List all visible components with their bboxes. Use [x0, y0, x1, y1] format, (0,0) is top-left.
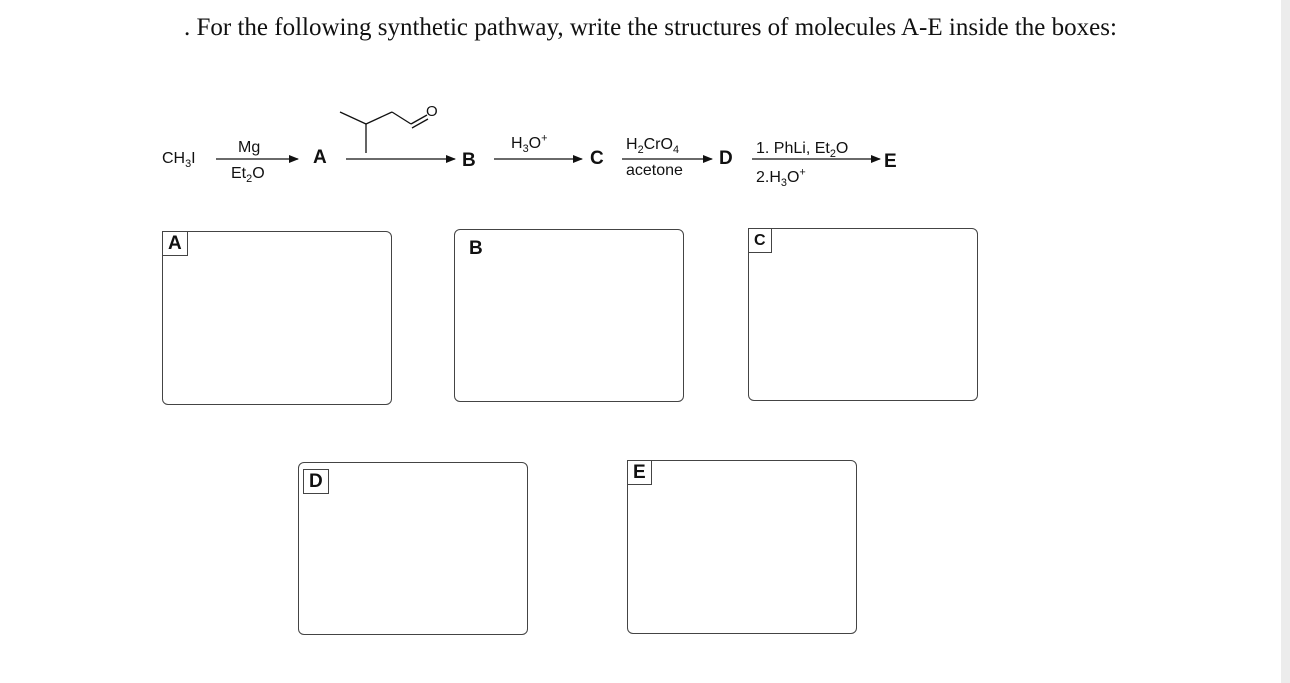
box-label-d: D — [303, 469, 329, 494]
product-e-label: E — [884, 151, 897, 172]
answer-box-a[interactable]: A — [162, 231, 392, 405]
product-c-label: C — [590, 148, 604, 169]
product-d-label: D — [719, 148, 733, 169]
answer-box-c[interactable]: C — [748, 228, 978, 401]
step5-reagent-above: 1. PhLi, Et2O — [756, 140, 849, 161]
step4-reagent-below: acetone — [626, 162, 683, 179]
question-text: . For the following synthetic pathway, w… — [184, 14, 1117, 41]
step5-reagent-below: 2.H3O+ — [756, 166, 806, 190]
answer-box-e[interactable]: E — [627, 460, 857, 634]
step4-reagent-above: H2CrO4 — [626, 136, 680, 157]
step1-reagent-above: Mg — [238, 139, 261, 156]
box-label-c: C — [748, 228, 772, 253]
box-label-e: E — [627, 460, 652, 485]
aldehyde-oxygen-label: O — [426, 103, 438, 120]
product-a-label: A — [313, 147, 327, 168]
answer-box-b[interactable]: B — [454, 229, 684, 402]
step3-reagent-above: H3O+ — [511, 132, 548, 156]
product-b-label: B — [462, 150, 476, 171]
aldehyde-structure — [339, 111, 429, 153]
answer-box-d[interactable]: D — [298, 462, 528, 635]
page-edge — [1281, 0, 1290, 683]
start-material: CH3I — [162, 150, 196, 171]
step1-reagent-below: Et2O — [231, 165, 265, 186]
box-label-b: B — [469, 238, 483, 259]
box-label-a: A — [162, 231, 188, 256]
